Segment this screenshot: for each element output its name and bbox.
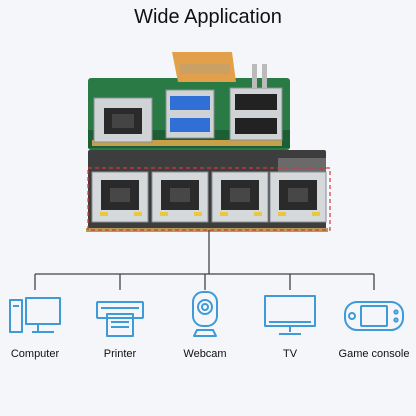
rj45-port-3-icon [211,171,269,223]
page-title: Wide Application [134,6,282,28]
device-computer: Computer [0,294,80,360]
device-webcam: Webcam [160,290,250,360]
rj45-port-4-icon [269,171,327,223]
game-console-icon [344,301,404,331]
device-printer: Printer [75,294,165,360]
rj45-port-2-icon [151,171,209,223]
rj45-port-1-icon [91,171,149,223]
raspberry-pi-board [88,52,290,150]
usb-black-ports-icon [229,87,283,141]
device-label: Webcam [183,348,227,360]
device-game-console: Game console [329,294,416,360]
usb-blue-ports-icon [165,89,215,139]
computer-icon [9,297,61,333]
printer-icon [96,301,144,337]
device-label: Computer [10,348,60,360]
device-tv: TV [245,294,335,360]
highlight-box [87,167,331,231]
device-label: Game console [338,348,410,360]
pi-ethernet-port-icon [93,97,153,143]
device-label: TV [282,348,298,360]
device-label: Printer [103,348,137,360]
webcam-icon [192,291,218,337]
tv-icon [264,295,316,335]
